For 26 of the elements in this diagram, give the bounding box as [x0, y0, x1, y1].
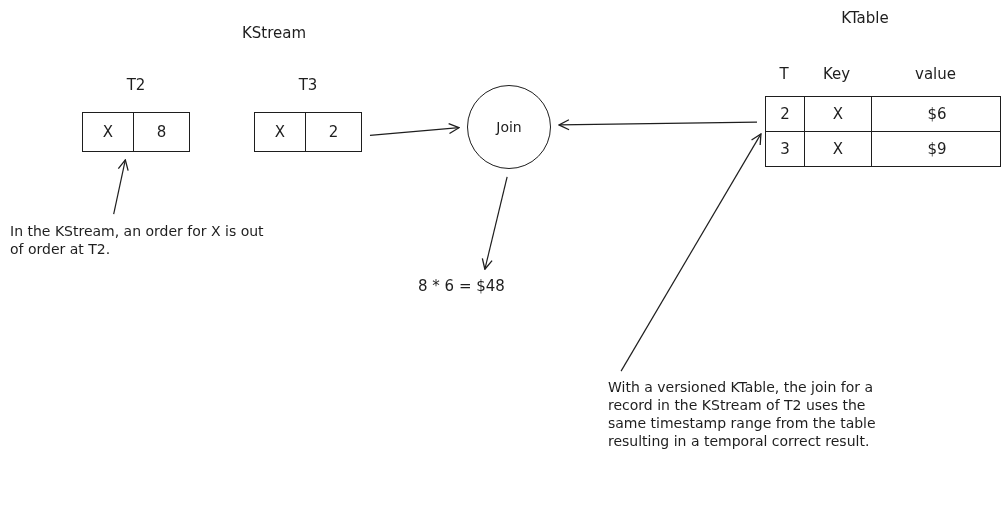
- table-cell: $9: [927, 140, 947, 158]
- table-cell: $6: [927, 105, 947, 123]
- annotation-text: With a versioned KTable, the join for a record in the KStream of T2 uses the same timestamp range from the table resulting in a temporal correct result.: [608, 378, 877, 450]
- table-cell: X: [832, 140, 844, 158]
- column-header: T: [778, 65, 790, 83]
- timestamp-heading: T3: [297, 76, 319, 94]
- join-label: Join: [496, 119, 522, 135]
- arrow: [481, 176, 508, 270]
- stream-title: KStream: [240, 24, 308, 42]
- timestamp-heading: T2: [125, 76, 147, 94]
- record-field: X: [274, 123, 286, 141]
- arrow: [113, 159, 129, 215]
- record-field: 2: [328, 123, 339, 141]
- result-text: 8 * 6 = $48: [418, 277, 506, 295]
- arrow: [369, 122, 460, 136]
- record-field: X: [102, 123, 114, 141]
- table-cell: 3: [780, 140, 790, 158]
- column-header: Key: [821, 65, 852, 83]
- column-header: value: [914, 65, 957, 83]
- arrow: [620, 133, 762, 372]
- record-field: 8: [156, 123, 167, 141]
- annotation-text: In the KStream, an order for X is out of order at T2.: [10, 222, 265, 258]
- arrow: [558, 119, 758, 131]
- table-title: KTable: [840, 9, 890, 27]
- table-cell: X: [832, 105, 844, 123]
- table-cell: 2: [780, 105, 790, 123]
